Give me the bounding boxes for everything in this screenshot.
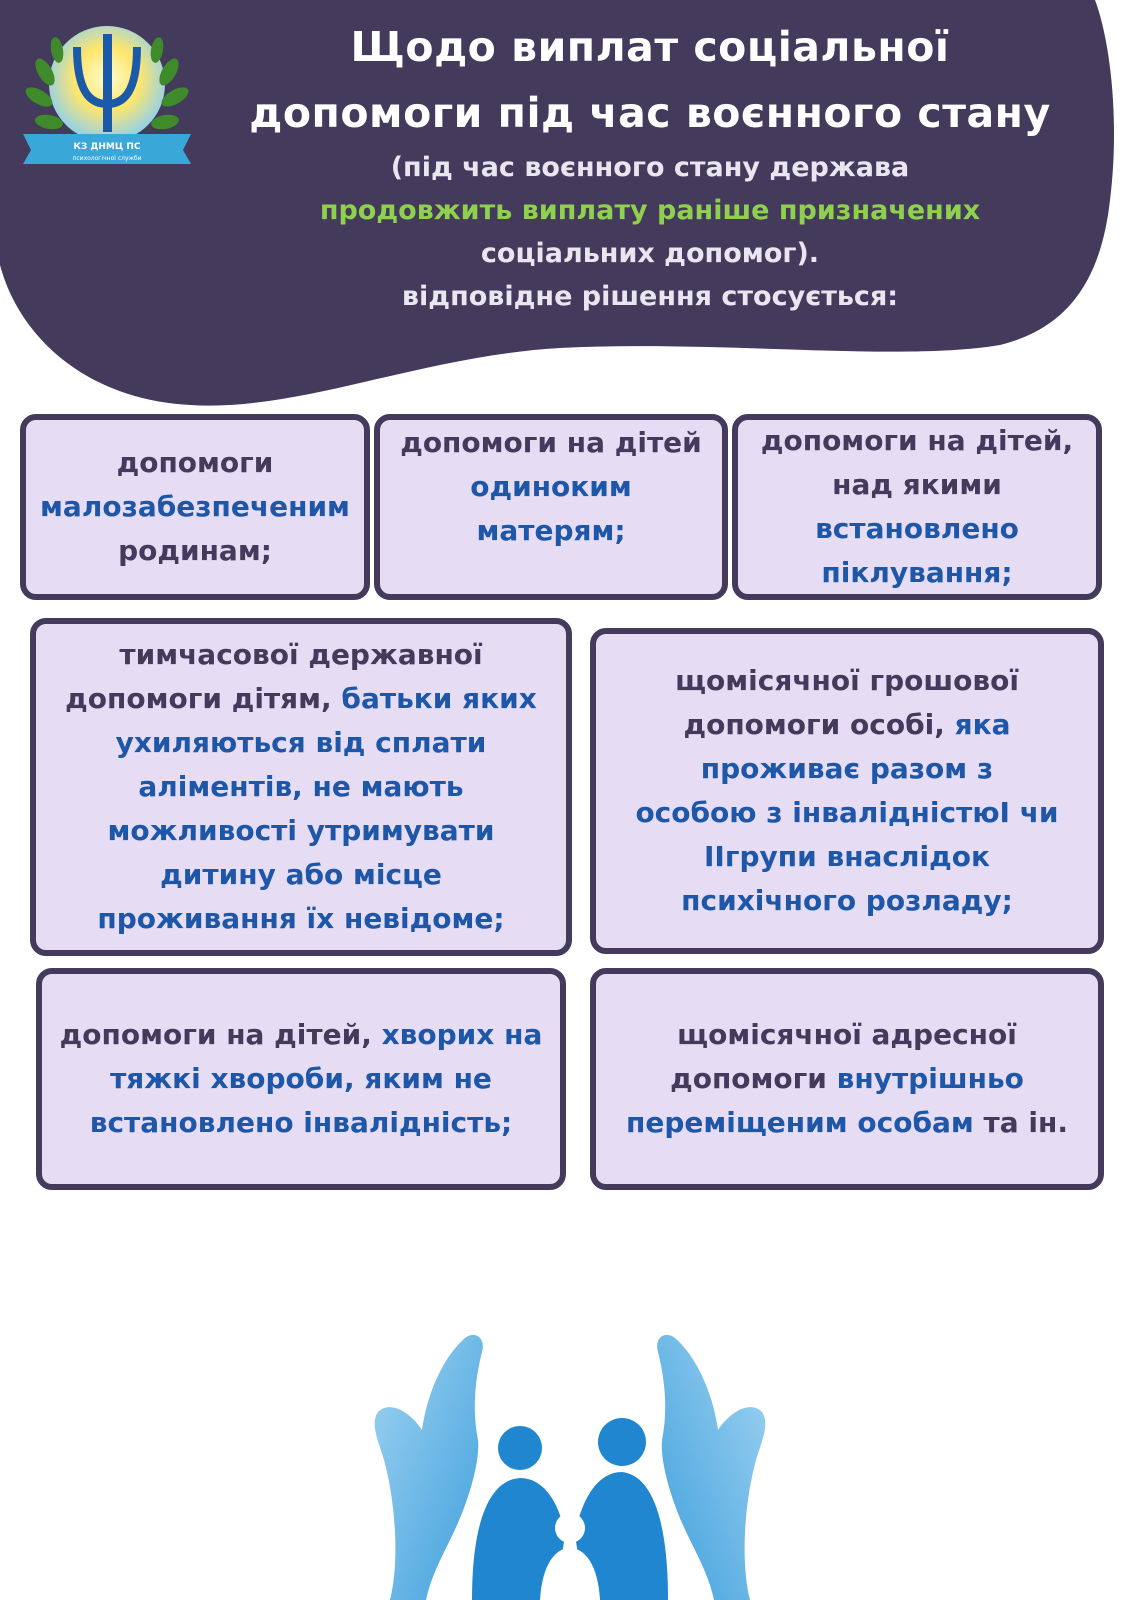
card-text: психічного розладу; — [681, 884, 1013, 917]
card-text: переміщеним особам — [626, 1106, 984, 1139]
subtitle: (під час воєнного стану держава продовжи… — [200, 146, 1100, 318]
card-text: допомоги дітям, — [65, 682, 342, 715]
card-text: допомоги особі, — [683, 708, 955, 741]
card-text: щомісячної адресної — [677, 1018, 1017, 1051]
card-text: особою з інвалідністюІ чи — [635, 796, 1059, 829]
card-text: допомоги — [116, 446, 274, 479]
card-text: щомісячної грошової — [675, 664, 1019, 697]
card-text: батьки яких — [341, 682, 537, 715]
card-text: ІІгрупи внаслідок — [704, 840, 990, 873]
card-text: проживає разом з — [700, 752, 994, 785]
card-text: хворих на — [381, 1018, 543, 1051]
card-text: внутрішньо — [836, 1062, 1024, 1095]
card-text: допомоги на дітей, — [59, 1018, 382, 1051]
card-monthly-cash-aid: щомісячної грошової допомоги особі, яка … — [590, 628, 1104, 954]
card-text: аліментів, не мають — [138, 770, 464, 803]
page-title: Щодо виплат соціальної допомоги під час … — [200, 14, 1100, 146]
card-text: встановлено — [815, 512, 1019, 545]
card-text: допомоги — [670, 1062, 837, 1095]
title-line-1: Щодо виплат соціальної — [350, 23, 950, 71]
card-text: допомоги на дітей, — [760, 424, 1074, 457]
card-seriously-ill-children: допомоги на дітей, хворих на тяжкі хворо… — [36, 968, 566, 1190]
card-single-mothers: допомоги на дітей одиноким матерям; — [374, 414, 728, 600]
logo-text-1: КЗ ДНМЦ ПС — [73, 142, 140, 152]
card-idp-aid: щомісячної адресної допомоги внутрішньо … — [590, 968, 1104, 1190]
card-text: родинам; — [118, 534, 272, 567]
card-text: проживання їх невідоме; — [97, 902, 505, 935]
card-text: піклування; — [821, 556, 1013, 589]
card-low-income-families: допомоги малозабезпеченим родинам; — [20, 414, 370, 600]
card-text: встановлено інвалідність; — [89, 1106, 513, 1139]
card-text: дитину або місце — [160, 858, 442, 891]
card-text: матерям; — [476, 514, 626, 547]
card-text: можливості утримувати — [107, 814, 495, 847]
card-text: допомоги на дітей — [400, 426, 702, 459]
subtitle-line-4: відповідне рішення стосується: — [401, 281, 899, 312]
title-line-2: допомоги під час воєнного стану — [249, 89, 1051, 137]
subtitle-line-2: продовжить виплату раніше призначених — [319, 195, 981, 226]
card-text: одиноким — [470, 470, 632, 503]
subtitle-line-1: (під час воєнного стану держава — [390, 152, 910, 183]
card-text: яка — [954, 708, 1011, 741]
header-background-shape — [0, 0, 1115, 406]
logo-text-2: психологічної служби — [72, 155, 141, 162]
family-hands-illustration — [374, 1334, 766, 1600]
card-guardianship-children: допомоги на дітей, над якими встановлено… — [732, 414, 1102, 600]
card-text: ухиляються від сплати — [115, 726, 487, 759]
card-temporary-state-aid: тимчасової державної допомоги дітям, бат… — [30, 618, 572, 956]
header: Щодо виплат соціальної допомоги під час … — [200, 14, 1100, 318]
card-text: малозабезпеченим — [40, 490, 350, 523]
card-text: тяжкі хвороби, яким не — [110, 1062, 492, 1095]
organization-logo: КЗ ДНМЦ ПС психологічної служби — [23, 26, 191, 164]
card-text: тимчасової державної — [119, 638, 483, 671]
card-text: над якими — [832, 468, 1002, 501]
card-text: та ін. — [983, 1106, 1068, 1139]
subtitle-line-3: соціальних допомог). — [480, 238, 820, 269]
